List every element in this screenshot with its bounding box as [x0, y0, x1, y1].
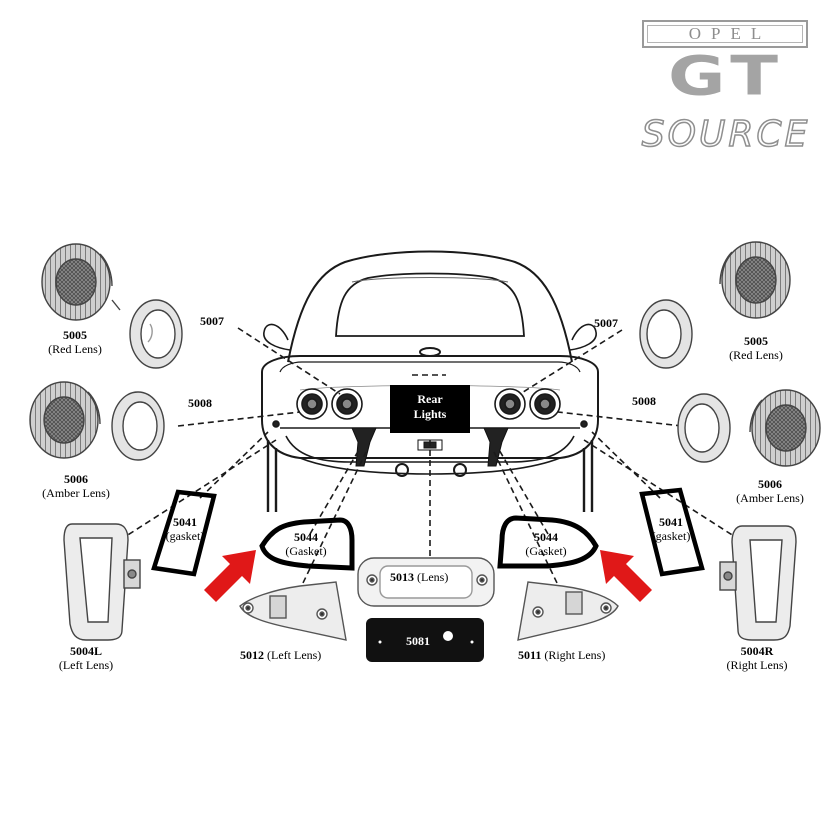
lens-5012-drawing [239, 581, 347, 641]
red-arrow-right [600, 550, 652, 602]
red-lens-left-drawing [41, 243, 121, 321]
logo-opel-text: OPEL [688, 24, 772, 43]
label-gasket-5041-left: 5041(gasket) [165, 515, 205, 543]
gasket-5044-left-drawing [259, 517, 355, 571]
bezel-5007-right-drawing [639, 299, 693, 369]
label-side-lens-right: 5004R(Right Lens) [726, 644, 788, 672]
label-bezel-5008-left: 5008 [188, 396, 212, 410]
amber-lens-right-drawing [749, 389, 821, 467]
gasket-5044-right-drawing [497, 515, 599, 569]
side-lens-right-drawing [719, 525, 797, 641]
label-bezel-5007-right: 5007 [594, 316, 618, 330]
tail-light-pods [272, 388, 588, 428]
label-lens-5011: 5011 (Right Lens) [518, 648, 606, 662]
label-bezel-5008-right: 5008 [632, 394, 656, 408]
bezel-5007-left-drawing [129, 299, 183, 369]
lens-5013-drawing [357, 557, 495, 607]
label-red-lens-left: 5005(Red Lens) [48, 328, 102, 356]
lens-5011-drawing [517, 581, 619, 641]
red-arrow-left [204, 550, 256, 602]
gasket-5041-left-drawing [151, 489, 217, 577]
bezel-5008-right-drawing [677, 393, 731, 463]
bezel-5008-left-drawing [111, 391, 165, 461]
label-amber-lens-left: 5006(Amber Lens) [42, 472, 110, 500]
label-red-lens-right: 5005(Red Lens) [729, 334, 783, 362]
side-lens-left-drawing [63, 523, 141, 641]
red-lens-right-drawing [719, 241, 791, 319]
label-plate-5081: 5081 [406, 634, 430, 648]
plate-5081-drawing [366, 618, 484, 662]
label-side-lens-left: 5004L(Left Lens) [58, 644, 114, 672]
logo-gt-text: GT [668, 44, 784, 108]
label-lens-5012: 5012 (Left Lens) [240, 648, 322, 662]
label-gasket-5044-left: 5044(Gasket) [285, 530, 327, 558]
label-bezel-5007-left: 5007 [200, 314, 224, 328]
label-gasket-5044-right: 5044(Gasket) [525, 530, 567, 558]
label-amber-lens-right: 5006(Amber Lens) [736, 477, 804, 505]
logo-source-text: SOURCE [641, 113, 811, 156]
logo-frame [642, 20, 808, 48]
gasket-5041-right-drawing [639, 487, 705, 577]
rear-lights-box [390, 385, 470, 433]
label-lens-5013: 5013 (Lens) [390, 570, 449, 584]
amber-lens-left-drawing [29, 381, 101, 459]
label-gasket-5041-right: 5041(gasket) [651, 515, 691, 543]
